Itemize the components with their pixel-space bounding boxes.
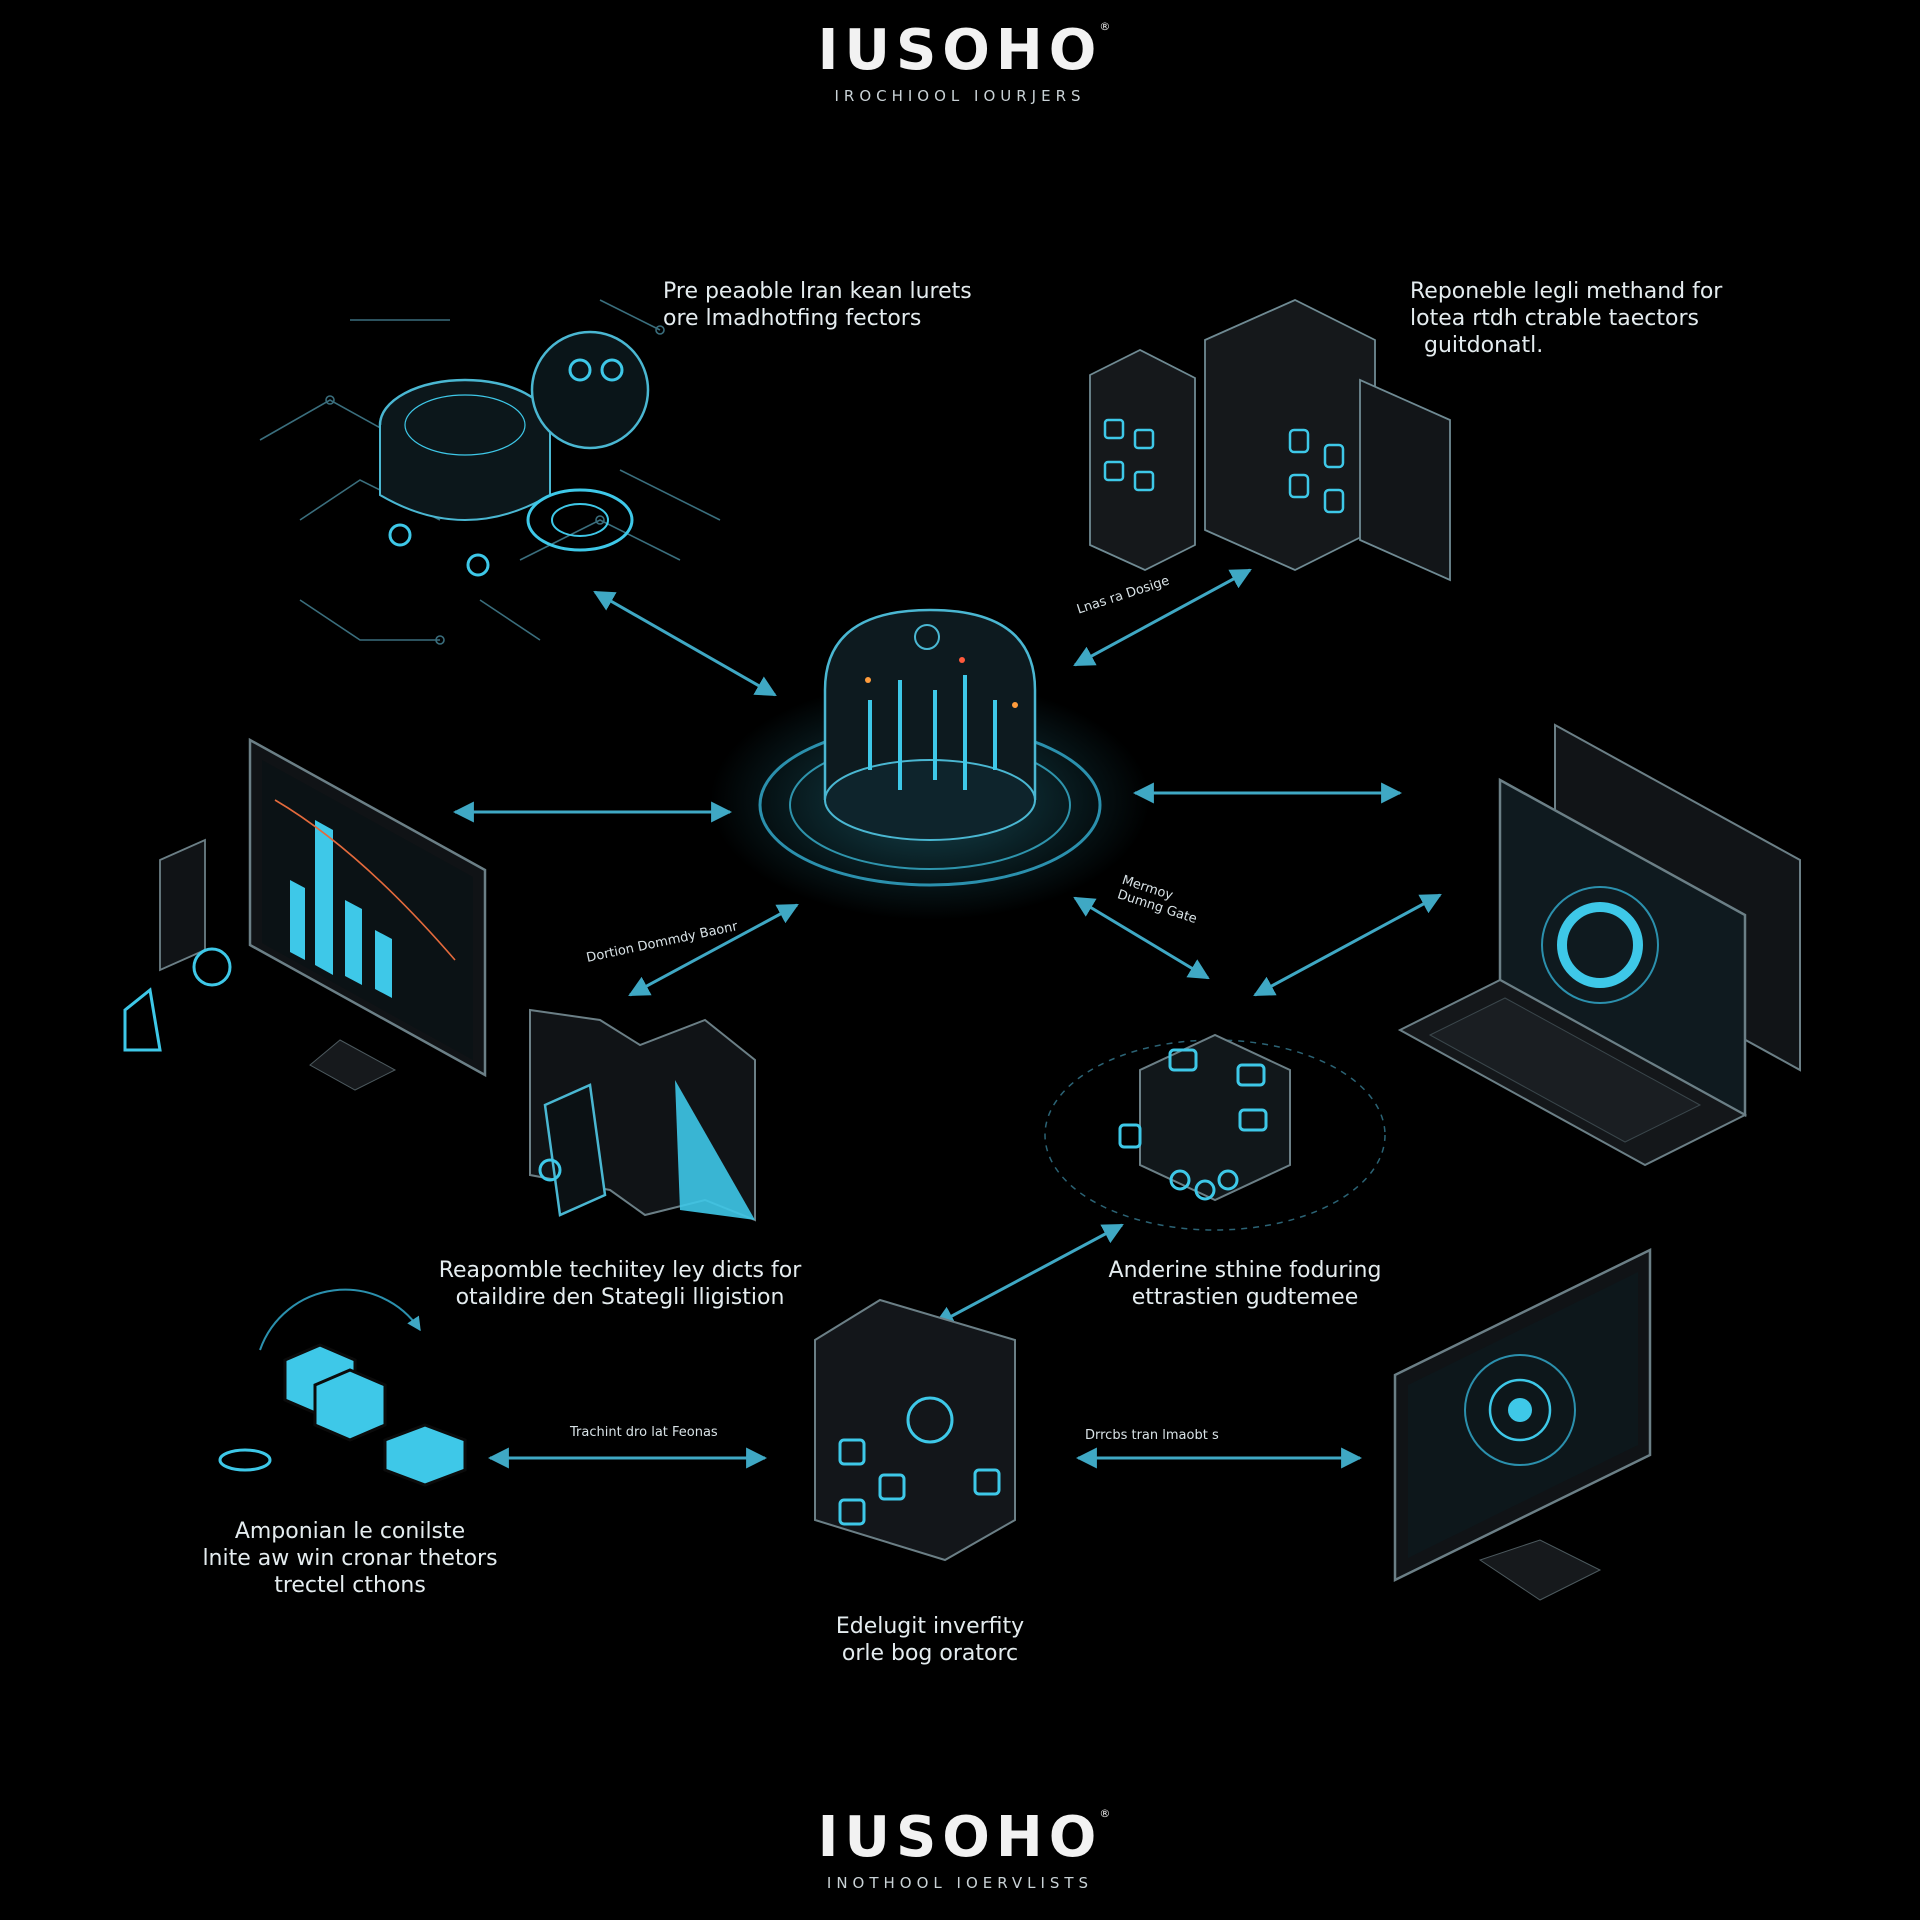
brand-tagline: IROCHIOOL IOURJERS xyxy=(834,87,1086,105)
arrow-top-right xyxy=(1073,568,1252,667)
top-left-circuit-illustration xyxy=(259,299,721,645)
mid-right-network-illustration xyxy=(1044,1033,1386,1231)
arrow-laptop-to-cube xyxy=(1253,893,1442,997)
connector-arrows xyxy=(452,568,1442,1469)
bottom-center-cube-illustration xyxy=(814,1298,1016,1562)
arrow-label-bottom-left: Trachint dro lat Feonas xyxy=(570,1425,718,1440)
arrow-center-to-lower-right xyxy=(1073,896,1210,980)
top-right-server-illustration xyxy=(1089,299,1451,582)
bottom-right-monitor-illustration xyxy=(1393,1247,1652,1601)
bottom-left-cubes-illustration xyxy=(218,1288,467,1487)
central-hub-illustration xyxy=(710,608,1150,920)
lower-left-device-illustration xyxy=(529,1008,756,1222)
registered-mark: ® xyxy=(1099,20,1117,33)
footer-brand: IUSOHO® INOTHOOL IOERVLISTS xyxy=(0,1805,1920,1892)
mid-left-monitor-illustration xyxy=(123,737,487,1091)
arrow-top-left xyxy=(593,590,777,697)
mid-right-laptop-illustration xyxy=(1397,723,1801,1167)
arrow-cube-to-bottom xyxy=(933,1223,1124,1327)
footer-tagline: INOTHOOL IOERVLISTS xyxy=(826,1874,1094,1892)
footer-logo: IUSOHO® xyxy=(817,1805,1117,1870)
header-brand: IUSOHO® IROCHIOOL IOURJERS xyxy=(0,18,1920,105)
arrow-label-bottom-right: Drrcbs tran lmaobt s xyxy=(1085,1428,1219,1443)
brand-logo: IUSOHO® xyxy=(817,18,1117,83)
footer-registered-mark: ® xyxy=(1099,1807,1117,1820)
arrow-center-to-lower-left xyxy=(628,903,799,997)
